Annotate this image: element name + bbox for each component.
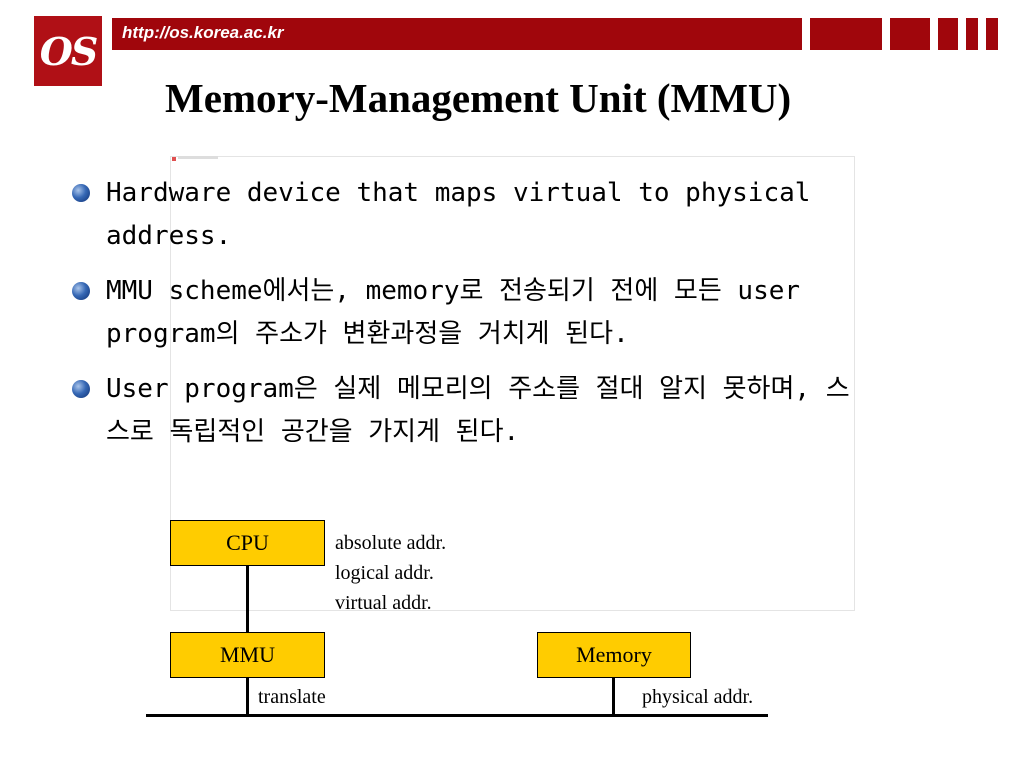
memory-box: Memory [537, 632, 691, 678]
os-logo-text: OS [39, 28, 99, 74]
os-logo: OS [34, 16, 102, 86]
memory-label: Memory [576, 642, 652, 667]
header-segment-3 [938, 18, 958, 50]
virtual-addr-label: virtual addr. [335, 592, 432, 614]
translate-label: translate [258, 686, 326, 708]
memory-bus-connector [612, 678, 615, 716]
bullet-dot-icon [72, 380, 90, 398]
bullet-item: Hardware device that maps virtual to phy… [72, 172, 872, 258]
cpu-mmu-connector [246, 566, 249, 632]
logical-addr-label: logical addr. [335, 562, 434, 584]
bullet-list: Hardware device that maps virtual to phy… [72, 172, 872, 466]
bullet-item: User program은 실제 메모리의 주소를 절대 알지 못하며, 스스로… [72, 368, 872, 454]
bullet-item: MMU scheme에서는, memory로 전송되기 전에 모든 user p… [72, 270, 872, 356]
physical-addr-label: physical addr. [642, 686, 754, 708]
bullet-dot-icon [72, 282, 90, 300]
frame-caption [178, 156, 218, 159]
bullet-text: MMU scheme에서는, memory로 전송되기 전에 모든 user p… [106, 276, 801, 349]
bullet-dot-icon [72, 184, 90, 202]
header-segment-4 [966, 18, 978, 50]
slide-title: Memory-Management Unit (MMU) [165, 75, 792, 121]
frame-marker [172, 157, 176, 161]
address-bus-line [146, 714, 768, 717]
mmu-bus-connector [246, 678, 249, 716]
header-segment-1 [810, 18, 882, 50]
mmu-box: MMU [170, 632, 325, 678]
mmu-label: MMU [219, 642, 275, 667]
bullet-text: User program은 실제 메모리의 주소를 절대 알지 못하며, 스스로… [106, 374, 850, 447]
bullet-text: Hardware device that maps virtual to phy… [106, 178, 811, 251]
cpu-box: CPU [170, 520, 325, 566]
absolute-addr-label: absolute addr. [335, 532, 447, 554]
header-segment-5 [986, 18, 998, 50]
cpu-label: CPU [226, 530, 269, 555]
header-segment-2 [890, 18, 930, 50]
header-bar [112, 18, 802, 50]
header-url: http://os.korea.ac.kr [122, 23, 284, 42]
